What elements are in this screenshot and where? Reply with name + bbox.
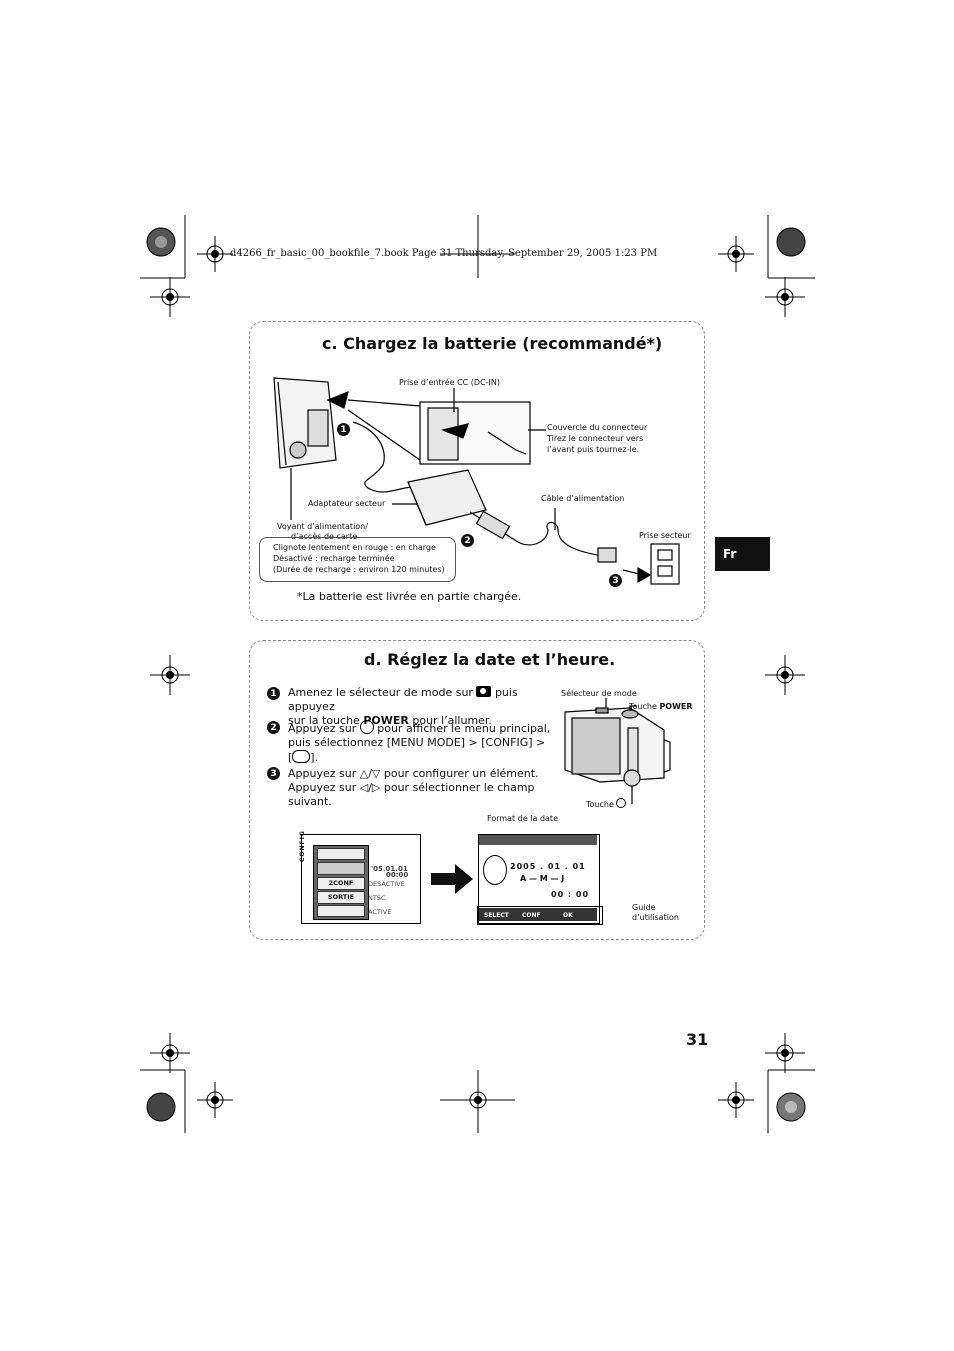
menu-item-video: SORTIE VIDEO bbox=[317, 891, 365, 912]
guide-label-1: Guide bbox=[632, 903, 656, 912]
section-d-panel bbox=[249, 640, 705, 940]
adapter-label: Adaptateur secteur bbox=[308, 499, 386, 508]
battery-footnote: *La batterie est livrée en partie chargé… bbox=[297, 590, 522, 603]
d-step-1-badge: 1 bbox=[267, 687, 280, 700]
menu-item-clock bbox=[317, 862, 365, 875]
ok-menu-icon bbox=[359, 720, 374, 734]
date-format-label: Format de la date bbox=[487, 814, 558, 823]
cover-label-2: Tirez le connecteur vers bbox=[547, 434, 644, 443]
file-header-line: d4266_fr_basic_00_bookfile_7.book Page 3… bbox=[230, 248, 658, 259]
step-1-badge: 1 bbox=[337, 423, 350, 436]
section-c-title: c. Chargez la batterie (recommandé*) bbox=[322, 334, 663, 353]
cover-label-1: Couvercle du connecteur bbox=[547, 423, 648, 432]
next-arrow-icon bbox=[431, 864, 473, 894]
d-step-2-text: Appuyez sur pour afficher le menu princi… bbox=[288, 720, 551, 764]
power-key-label: POWER bbox=[363, 714, 409, 727]
menu-value-date: '05.01.01 bbox=[371, 865, 408, 873]
d-step-1-text: Amenez le sélecteur de mode sur puis app… bbox=[288, 686, 518, 727]
power-key-callout: Touche POWER bbox=[629, 702, 693, 711]
power-cable-label: Câble d’alimentation bbox=[541, 494, 625, 503]
up-down-arrow-icon: △/▽ bbox=[359, 767, 381, 780]
date-field-selector bbox=[483, 855, 507, 885]
camera-mode-icon bbox=[476, 686, 492, 697]
lamp-detail-2: Désactivé : recharge terminée bbox=[273, 554, 395, 563]
cover-label-3: l’avant puis tournez-le. bbox=[547, 445, 640, 454]
date-screen-guide-bar bbox=[479, 908, 597, 921]
step-2-badge: 2 bbox=[461, 534, 474, 547]
guide-ok: OK bbox=[563, 912, 573, 919]
time-value: 00 : 00 bbox=[551, 890, 590, 899]
guide-label-2: d’utilisation bbox=[632, 913, 679, 922]
menu-value-ntsc: NTSC bbox=[368, 894, 386, 902]
menu-item-date: 2CONF DATE/H bbox=[317, 877, 365, 898]
menu-value-time: 00:00 bbox=[386, 871, 409, 879]
menu-item-last bbox=[317, 905, 365, 917]
date-value: 2005 . 01 . 01 bbox=[510, 862, 586, 871]
left-right-arrow-icon: ◁/▷ bbox=[359, 781, 381, 794]
dc-in-label: Prise d’entrée CC (DC-IN) bbox=[399, 378, 501, 387]
d-step-3-text: Appuyez sur △/▽ pour configurer un éléme… bbox=[288, 767, 539, 808]
d-step-3-badge: 3 bbox=[267, 767, 280, 780]
lamp-detail-box bbox=[259, 537, 456, 582]
clock-icon bbox=[292, 750, 311, 763]
lamp-detail-1: Clignote lentement en rouge : en charge bbox=[273, 543, 436, 552]
page-number: 31 bbox=[686, 1030, 709, 1049]
section-d-title: d. Réglez la date et l’heure. bbox=[364, 650, 616, 669]
charging-illustration bbox=[273, 377, 680, 585]
lamp-detail-3: (Durée de recharge : environ 120 minutes… bbox=[273, 565, 445, 574]
ok-key-icon bbox=[616, 798, 627, 808]
menu-item-icon-row bbox=[317, 848, 365, 860]
mode-selector-label: Sélecteur de mode bbox=[561, 689, 637, 698]
language-tab: Fr bbox=[715, 537, 770, 571]
camera-back-illustration bbox=[564, 698, 671, 804]
menu-side-tab: CONFIG bbox=[299, 830, 306, 862]
date-order: A — M — J bbox=[520, 874, 565, 883]
section-c-panel bbox=[249, 321, 705, 621]
ok-key-callout: Touche bbox=[586, 798, 627, 810]
lamp-label-2: d’accès de carte bbox=[291, 532, 358, 541]
step-3-badge: 3 bbox=[609, 574, 622, 587]
lamp-label-1: Voyant d’alimentation/ bbox=[277, 522, 368, 531]
guide-select: SELECT bbox=[484, 912, 509, 919]
menu-value-active: ACTIVE bbox=[368, 908, 392, 916]
menu-value-desactive: DESACTIVE bbox=[368, 880, 405, 888]
outlet-label: Prise secteur bbox=[639, 531, 691, 540]
d-step-2-badge: 2 bbox=[267, 721, 280, 734]
guide-bar-callout-box bbox=[477, 906, 603, 925]
guide-conf: CONF bbox=[522, 912, 541, 919]
date-screen-header bbox=[479, 835, 597, 845]
